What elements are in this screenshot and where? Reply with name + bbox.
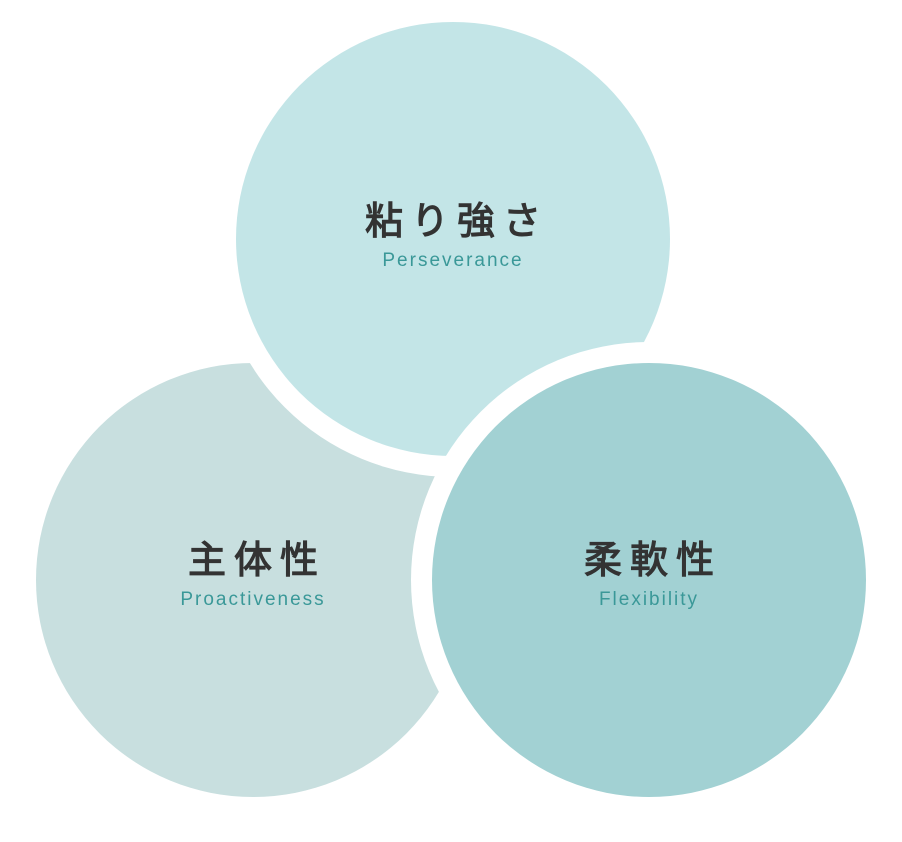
circle-flexibility bbox=[432, 363, 866, 797]
title: 粘り強さ bbox=[364, 199, 549, 243]
circle-proactiveness bbox=[36, 363, 470, 797]
label-flexibility: 柔軟性 Flexibility bbox=[499, 537, 799, 611]
label-perseverance: 粘り強さ Perseverance bbox=[303, 198, 603, 272]
subtitle: Perseverance bbox=[382, 250, 524, 271]
label-proactiveness: 主体性 Proactiveness bbox=[103, 537, 403, 611]
title: 主体性 bbox=[187, 538, 326, 582]
subtitle: Proactiveness bbox=[180, 589, 326, 610]
subtitle: Flexibility bbox=[598, 589, 700, 610]
title: 柔軟性 bbox=[583, 538, 722, 582]
circle-perseverance bbox=[236, 22, 670, 456]
